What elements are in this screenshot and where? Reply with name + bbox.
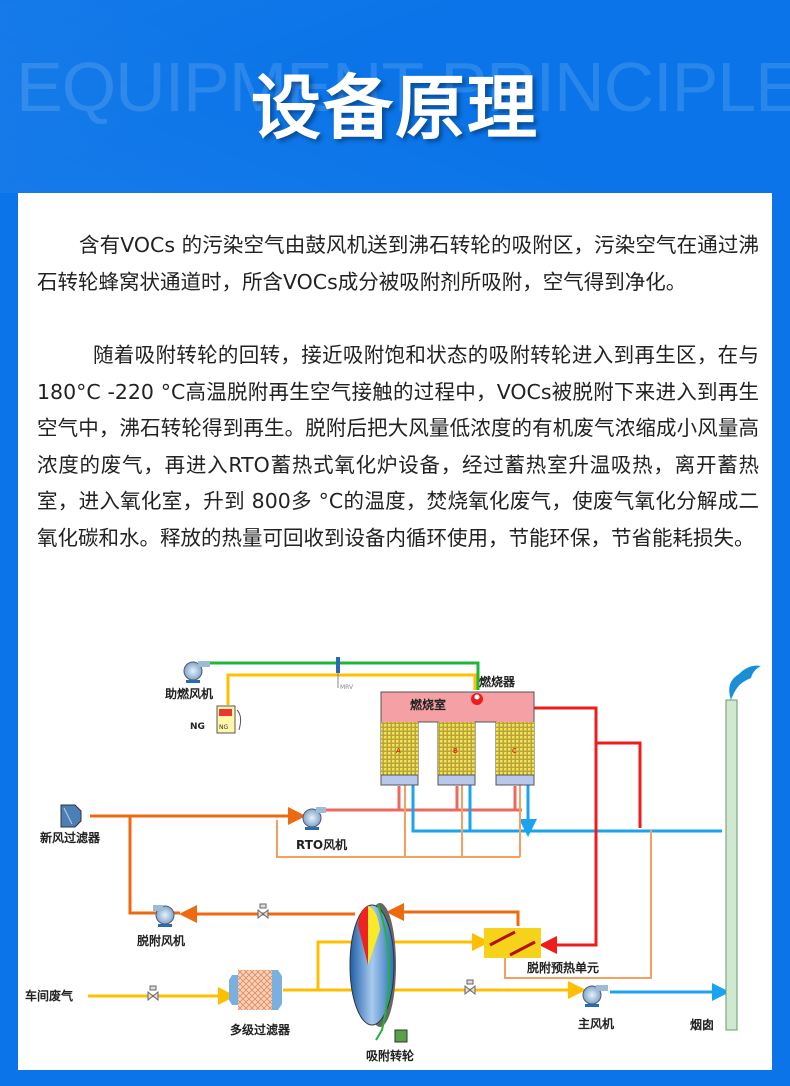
adsorption-rotor-icon (349, 903, 408, 1043)
burner-icon (471, 693, 483, 705)
pipe-cold-return (276, 785, 521, 858)
valve-icon (147, 985, 159, 1002)
pipe-combustion-air (210, 661, 480, 690)
preheat-unit-icon (484, 928, 541, 958)
pipe-filter-to-rotor (283, 942, 367, 992)
burner-label: 燃烧器 (479, 674, 516, 689)
bed-a-label: A (396, 747, 401, 755)
ng-label: NG (190, 722, 205, 732)
pipe-clean-out (411, 785, 722, 831)
rotor-label: 吸附转轮 (366, 1048, 415, 1063)
combustion-fan-icon (183, 661, 210, 683)
rto-fan-label: RTO风机 (296, 837, 347, 852)
main-fan-label: 主风机 (578, 1016, 614, 1031)
gas-pump-icon: NG (216, 705, 242, 734)
header-english-title: EQUIPMENT PRINCIPLE (16, 48, 790, 126)
chimney-label: 烟囱 (690, 1017, 714, 1032)
paragraph-adsorption: 含有VOCs 的污染空气由鼓风机送到沸石转轮的吸附区，污染空气在通过沸石转轮蜂窝… (37, 233, 759, 294)
rto-fan-icon (302, 807, 326, 830)
multi-stage-filter-icon (229, 970, 282, 1010)
valve-icon (257, 903, 269, 920)
pipe-natural-gas (226, 673, 477, 705)
bed-c-label: C (512, 747, 517, 755)
fresh-filter-label: 新风过滤器 (40, 830, 101, 845)
multi-filter-label: 多级过滤器 (230, 1022, 291, 1037)
pipe-hot-gas (534, 706, 598, 954)
pipe-rto-in (324, 786, 522, 812)
chimney-icon (725, 665, 761, 1031)
preheat-unit-label: 脱附预热单元 (527, 960, 599, 975)
combustion-chamber-label: 燃烧室 (410, 697, 446, 712)
workshop-gas-label: 车间废气 (25, 988, 73, 1003)
pipe-desorption-return (128, 816, 180, 915)
bed-b-label: B (453, 747, 458, 755)
desorption-fan-label: 脱附风机 (137, 933, 185, 948)
combustion-fan-label: 助燃风机 (165, 686, 213, 701)
fresh-air-filter-icon (60, 804, 82, 828)
valve-icon (464, 979, 476, 996)
pipe-preheat-return (504, 830, 652, 979)
mrv-valve-icon (336, 657, 340, 688)
header-background (0, 0, 790, 193)
rto-chamber: A B C (380, 691, 535, 786)
paragraph-desorption: 随着吸附转轮的回转，接近吸附饱和状态的吸附转轮进入到再生区，在与180°C -2… (37, 343, 759, 550)
content-panel: 含有VOCs 的污染空气由鼓风机送到沸石转轮的吸附区，污染空气在通过沸石转轮蜂窝… (18, 193, 772, 1070)
mrv-label: MRV (340, 684, 354, 691)
main-fan-icon (582, 985, 608, 1007)
pipe-preheat-to-rotor (386, 903, 520, 926)
page-title: 设备原理 (251, 67, 539, 149)
desorption-fan-icon (153, 905, 175, 927)
pipe-hot-gas-chimney (596, 741, 642, 828)
gas-pump-label: NG (219, 724, 228, 731)
